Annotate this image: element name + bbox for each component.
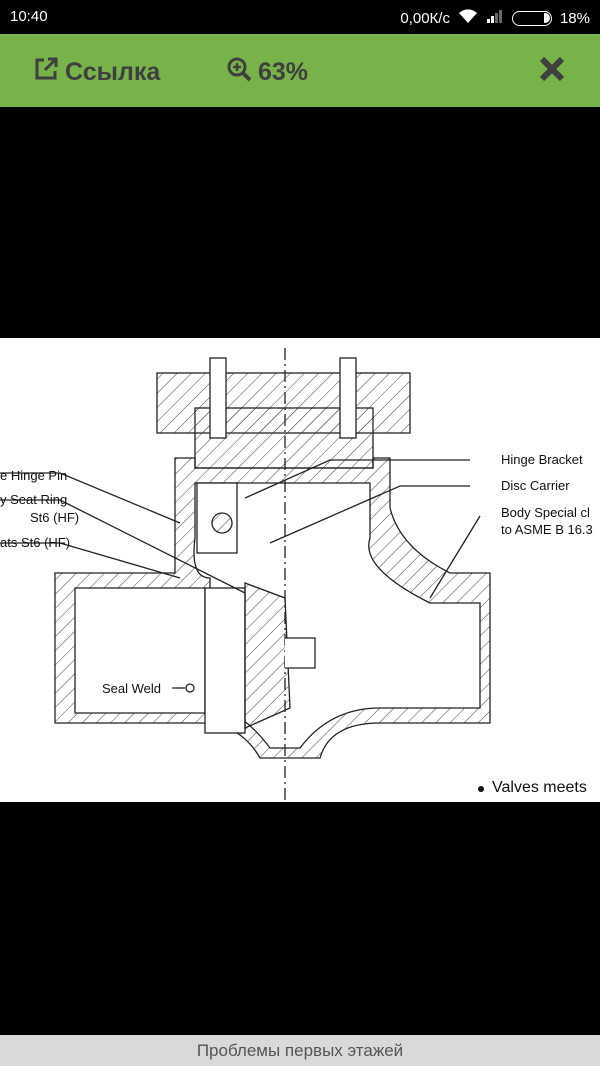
image-viewer[interactable]: e Hinge Pin y Seat Ring St6 (HF) ats St6… xyxy=(0,107,600,1035)
zoom-button[interactable]: 63% xyxy=(226,56,308,89)
valve-drawing xyxy=(0,348,491,802)
link-label: Ссылка xyxy=(65,58,161,86)
label-disc-carrier: Disc Carrier xyxy=(501,478,570,493)
clock: 10:40 xyxy=(10,8,48,25)
link-button[interactable]: Ссылка xyxy=(33,56,160,89)
zoom-in-icon xyxy=(226,56,252,89)
battery-level: 18% xyxy=(559,9,590,27)
status-bar: 10:40 0,00К/с 18% xyxy=(0,0,600,34)
wifi-icon xyxy=(458,8,478,28)
network-speed: 0,00К/с xyxy=(400,9,450,27)
external-link-icon xyxy=(33,56,59,89)
battery-icon xyxy=(511,10,552,26)
image-caption: Проблемы первых этажей xyxy=(0,1035,600,1066)
label-seat-ring: y Seat Ring xyxy=(0,492,68,507)
label-seat-ring-material: St6 (HF) xyxy=(30,510,80,525)
label-seal-weld: Seal Weld xyxy=(102,681,162,696)
label-hinge-pin: e Hinge Pin xyxy=(0,468,68,483)
label-seats: ats St6 (HF) xyxy=(0,535,71,550)
note-valves: Valves meets xyxy=(492,779,587,796)
close-button[interactable] xyxy=(539,56,565,89)
label-hinge-bracket: Hinge Bracket xyxy=(501,452,583,467)
signal-icon xyxy=(486,9,504,27)
toolbar: Ссылка 63% xyxy=(0,34,600,107)
label-asme: to ASME B 16.3 xyxy=(501,522,593,537)
label-body-special: Body Special cl xyxy=(501,505,590,520)
close-icon xyxy=(539,56,565,89)
valve-diagram: e Hinge Pin y Seat Ring St6 (HF) ats St6… xyxy=(0,338,600,802)
zoom-level: 63% xyxy=(258,58,309,86)
